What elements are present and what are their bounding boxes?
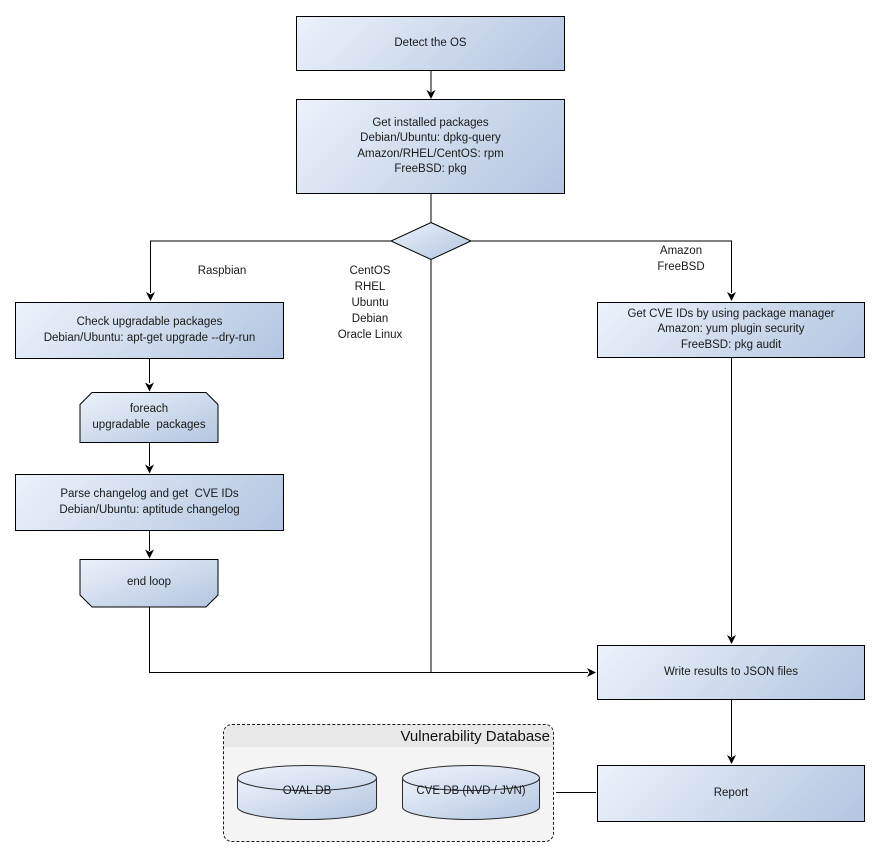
foreach-loop-label: foreach upgradable packages — [92, 403, 206, 431]
node-detect-os: Detect the OS — [296, 16, 565, 71]
arrowhead-into-check-upgradable — [146, 292, 155, 301]
oval-db-label: OVAL DB — [282, 785, 332, 798]
arrowhead-into-foreach — [145, 382, 154, 392]
arrowhead-join-into-json — [587, 668, 596, 677]
branch-label-amazon-freebsd: Amazon FreeBSD — [657, 245, 705, 273]
node-check-upgradable-packages: Check upgradable packages Debian/Ubuntu:… — [15, 302, 284, 359]
branch-label-os-list: CentOS RHEL Ubuntu Debian Oracle Linux — [337, 265, 403, 341]
node-report: Report — [597, 765, 865, 822]
vulnerability-database-title: Vulnerability Database — [224, 725, 553, 747]
node-parse-changelog: Parse changelog and get CVE IDs Debian/U… — [15, 474, 284, 531]
arrowhead-into-endloop — [145, 549, 154, 559]
end-loop-label: end loop — [126, 576, 172, 589]
branch-label-raspbian: Raspbian — [197, 265, 247, 277]
cve-db-label: CVE DB (NVD / JVN) — [416, 785, 526, 798]
arrowhead-into-json — [727, 635, 736, 644]
node-get-installed-packages: Get installed packages Debian/Ubuntu: dp… — [296, 99, 565, 194]
node-get-cve-ids: Get CVE IDs by using package manager Ama… — [597, 302, 865, 358]
arrowhead-into-get-cve — [727, 292, 736, 301]
arrowhead-into-report — [727, 755, 736, 764]
arrowhead-into-packages — [426, 90, 436, 99]
connector-endloop-to-json — [149, 607, 588, 673]
os-decision-diamond — [389, 221, 473, 261]
node-write-results-json: Write results to JSON files — [597, 645, 865, 700]
arrowhead-into-parse — [145, 464, 154, 474]
